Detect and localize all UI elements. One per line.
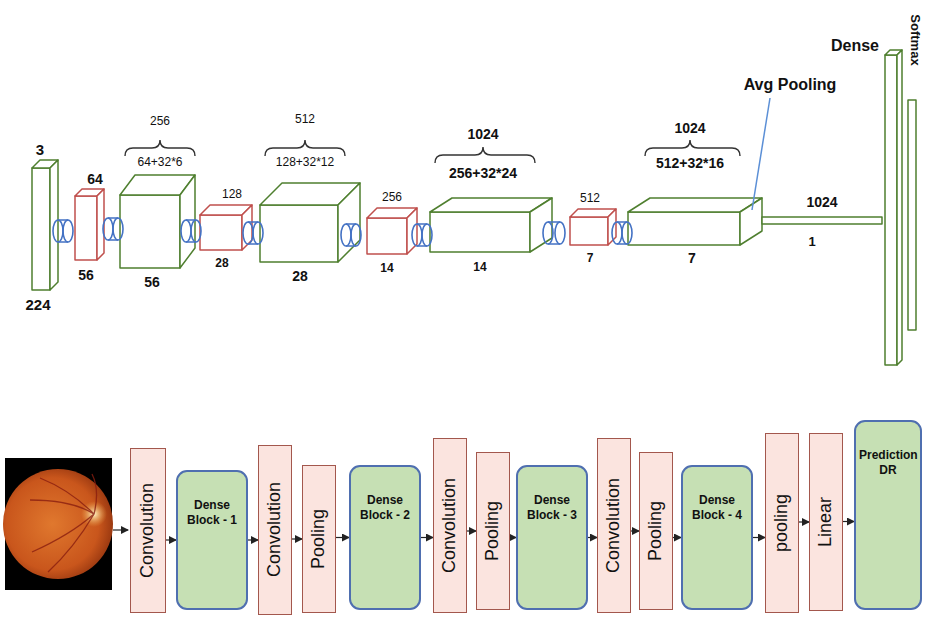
layer-name: Softmax [908, 14, 922, 65]
flow-arrow [588, 537, 597, 538]
block-box: Dense Block - 1 [176, 470, 248, 610]
layer-label: Convolution [138, 483, 158, 578]
layer-box: Convolution [258, 445, 292, 615]
layer-name: Avg Pooling [744, 76, 837, 94]
channel-count: 512 [295, 113, 315, 126]
layer-label: Convolution [265, 482, 285, 577]
flow-arrow [421, 537, 433, 538]
block-label: Dense Block - 1 [181, 498, 243, 528]
channel-count: 512 [580, 192, 600, 205]
layer-box: Convolution [130, 448, 166, 613]
layer-box: Linear [809, 433, 843, 611]
block-box: Prediction DR [854, 420, 922, 610]
dimension: 14 [380, 262, 393, 275]
layer-box: Convolution [597, 438, 631, 613]
block-box: Dense Block - 2 [349, 465, 421, 610]
dimension: 224 [25, 297, 50, 314]
dimension: 28 [215, 257, 228, 270]
flow-arrow [631, 530, 639, 531]
dimension: 56 [78, 268, 94, 283]
dimension: 7 [587, 252, 594, 265]
channel-count: 256 [382, 191, 402, 204]
block-box: Dense Block - 3 [516, 465, 588, 610]
flow-arrow [166, 539, 176, 540]
layer-label: Pooling [483, 501, 503, 561]
dimension: 28 [292, 269, 308, 284]
layer-name: Dense [831, 37, 879, 55]
growth-formula: 512+32*16 [656, 156, 724, 171]
block-box: Dense Block - 4 [681, 465, 753, 610]
flow-arrow [248, 539, 258, 540]
layer-box: pooling [765, 433, 799, 613]
growth-formula: 256+32*24 [449, 166, 517, 181]
layer-box: Convolution [433, 438, 467, 613]
layer-box: Pooling [302, 465, 336, 613]
layer-box: Pooling [476, 452, 510, 610]
block-label: Dense Block - 4 [686, 493, 748, 523]
block-label: Dense Block - 3 [521, 493, 583, 523]
dimension: 1 [808, 235, 815, 249]
channel-count: 128 [222, 188, 242, 201]
channel-count: 1024 [806, 195, 837, 210]
dimension: 56 [144, 275, 160, 290]
flow-arrow [467, 530, 476, 531]
layer-label: Convolution [440, 478, 460, 573]
block-label: Prediction DR [859, 448, 917, 478]
layer-box: Pooling [639, 452, 673, 610]
flow-arrow [753, 537, 765, 538]
block-label: Dense Block - 2 [354, 493, 416, 523]
flow-arrow [292, 538, 302, 539]
flow-arrow [843, 521, 854, 522]
channel-count: 256 [150, 115, 170, 128]
growth-formula: 64+32*6 [137, 156, 182, 169]
dimension: 14 [473, 261, 486, 274]
layer-label: Linear [816, 497, 836, 547]
channel-count: 1024 [467, 127, 498, 142]
flow-arrow [673, 537, 681, 538]
layer-label: Pooling [646, 501, 666, 561]
layer-label: pooling [772, 494, 792, 552]
layer-label: Pooling [309, 509, 329, 569]
flow-arrow [799, 521, 809, 522]
channel-count: 3 [36, 142, 44, 159]
growth-formula: 128+32*12 [276, 156, 334, 169]
channel-count: 1024 [674, 121, 705, 136]
layer-label: Convolution [604, 478, 624, 573]
flow-arrow [336, 537, 349, 538]
channel-count: 64 [87, 172, 103, 187]
dimension: 7 [688, 251, 696, 266]
